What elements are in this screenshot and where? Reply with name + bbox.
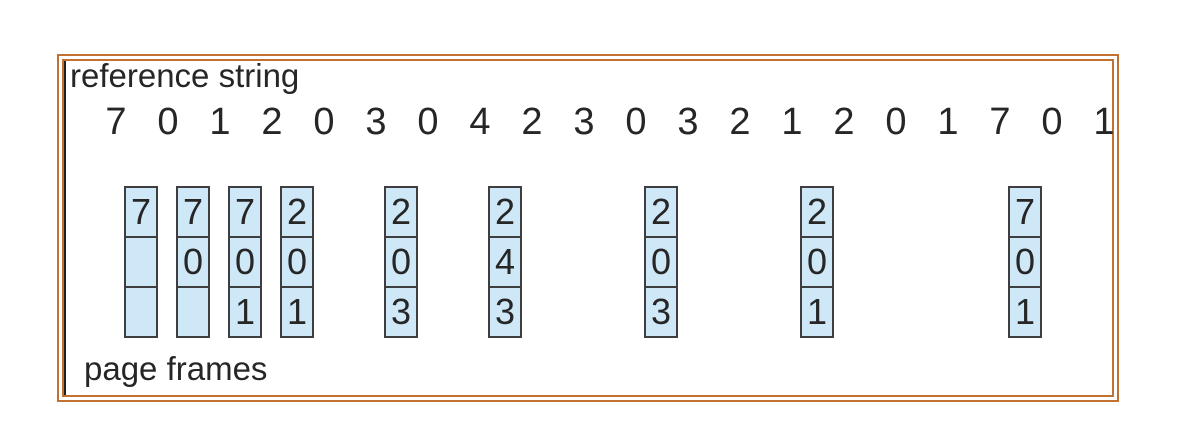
- reference-digit: 7: [105, 101, 127, 143]
- reference-digit: 1: [1093, 101, 1115, 143]
- reference-digit: 2: [833, 101, 855, 143]
- frame-cell: 1: [800, 286, 834, 338]
- reference-digit: 0: [157, 101, 179, 143]
- page-frames-label: page frames: [84, 350, 268, 387]
- frame-cell: 3: [488, 286, 522, 338]
- reference-digit: 4: [469, 101, 491, 143]
- frame-cell: 3: [644, 286, 678, 338]
- reference-digit: 2: [521, 101, 543, 143]
- frame-cell: 0: [176, 236, 210, 288]
- frame-cell: 1: [1008, 286, 1042, 338]
- reference-digit: 0: [313, 101, 335, 143]
- reference-digit: 3: [573, 101, 595, 143]
- reference-digit: 3: [677, 101, 699, 143]
- reference-digit: 3: [365, 101, 387, 143]
- reference-digit: 0: [625, 101, 647, 143]
- reference-string-label: reference string: [70, 57, 300, 94]
- frame-cell: 0: [644, 236, 678, 288]
- frame-cell: 1: [228, 286, 262, 338]
- frame-cell: 2: [488, 186, 522, 238]
- frame-cell: [124, 286, 158, 338]
- frame-cell: 1: [280, 286, 314, 338]
- frame-cell: 0: [280, 236, 314, 288]
- frame-column: 7: [124, 186, 158, 338]
- frame-cell: 2: [644, 186, 678, 238]
- frame-cell: 7: [228, 186, 262, 238]
- frame-cell: 2: [280, 186, 314, 238]
- reference-digit: 1: [209, 101, 231, 143]
- reference-digit: 2: [729, 101, 751, 143]
- frame-cell: [124, 236, 158, 288]
- reference-digit: 1: [781, 101, 803, 143]
- left-vertical-rule: [64, 61, 66, 395]
- reference-digit: 0: [885, 101, 907, 143]
- frame-cell: 0: [800, 236, 834, 288]
- frame-cell: 7: [176, 186, 210, 238]
- reference-digit: 1: [937, 101, 959, 143]
- frame-cell: 2: [384, 186, 418, 238]
- frame-cell: 0: [1008, 236, 1042, 288]
- frame-cell: 4: [488, 236, 522, 288]
- reference-digit: 7: [989, 101, 1011, 143]
- frame-cell: 7: [124, 186, 158, 238]
- frame-cell: 0: [228, 236, 262, 288]
- frame-cell: [176, 286, 210, 338]
- frame-cell: 3: [384, 286, 418, 338]
- frame-cell: 0: [384, 236, 418, 288]
- frame-cell: 2: [800, 186, 834, 238]
- reference-digit: 2: [261, 101, 283, 143]
- frame-cell: 7: [1008, 186, 1042, 238]
- reference-digit: 0: [417, 101, 439, 143]
- reference-digit: 0: [1041, 101, 1063, 143]
